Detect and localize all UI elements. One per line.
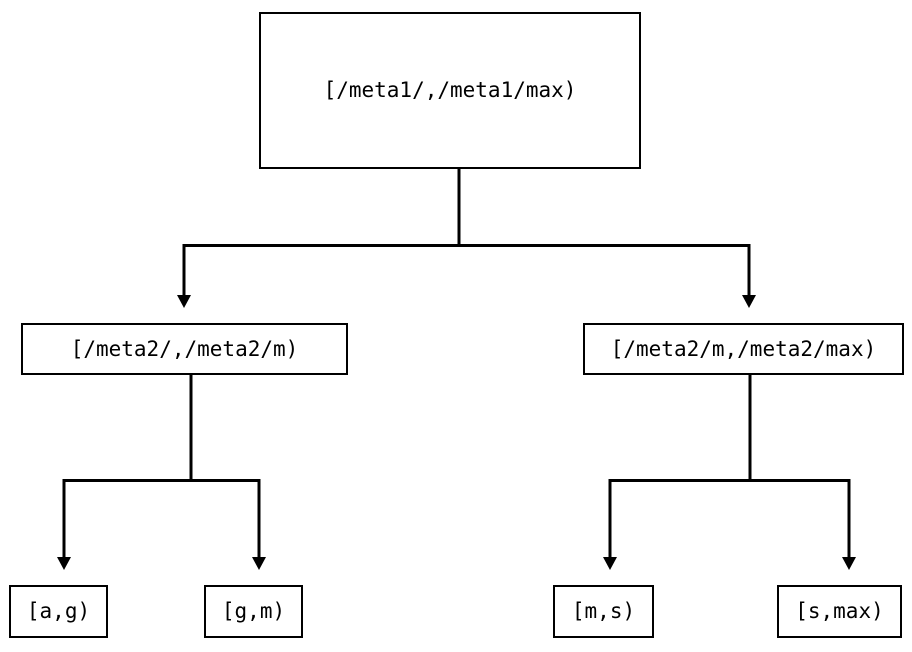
edge-meta2low-to-children (57, 375, 266, 570)
tree-node-root-label: [/meta1/,/meta1/max) (323, 78, 577, 102)
arrowhead-to-leaf-gm (252, 557, 266, 570)
edge-root-to-children (177, 169, 756, 308)
arrowhead-to-leaf-ag (57, 557, 71, 570)
tree-leaf-s-max-label: [s,max) (795, 599, 884, 623)
tree-node-meta2-low[interactable]: [/meta2/,/meta2/m) (21, 323, 348, 375)
tree-node-meta2-low-label: [/meta2/,/meta2/m) (70, 336, 299, 361)
arrowhead-to-meta2-low (177, 295, 191, 308)
arrowhead-to-meta2-high (742, 295, 756, 308)
tree-leaf-g-m-label: [g,m) (221, 599, 286, 623)
tree-leaf-a-g[interactable]: [a,g) (9, 585, 108, 638)
tree-leaf-m-s-label: [m,s) (571, 599, 636, 623)
arrowhead-to-leaf-ms (603, 557, 617, 570)
tree-node-meta2-high[interactable]: [/meta2/m,/meta2/max) (583, 323, 904, 375)
tree-leaf-m-s[interactable]: [m,s) (553, 585, 654, 638)
tree-node-meta2-high-label: [/meta2/m,/meta2/max) (610, 336, 877, 361)
arrowhead-to-leaf-smax (842, 557, 856, 570)
edge-meta2high-to-children (603, 375, 856, 570)
tree-node-root[interactable]: [/meta1/,/meta1/max) (259, 12, 641, 169)
tree-leaf-g-m[interactable]: [g,m) (204, 585, 303, 638)
tree-leaf-a-g-label: [a,g) (26, 599, 91, 623)
tree-leaf-s-max[interactable]: [s,max) (777, 585, 902, 638)
